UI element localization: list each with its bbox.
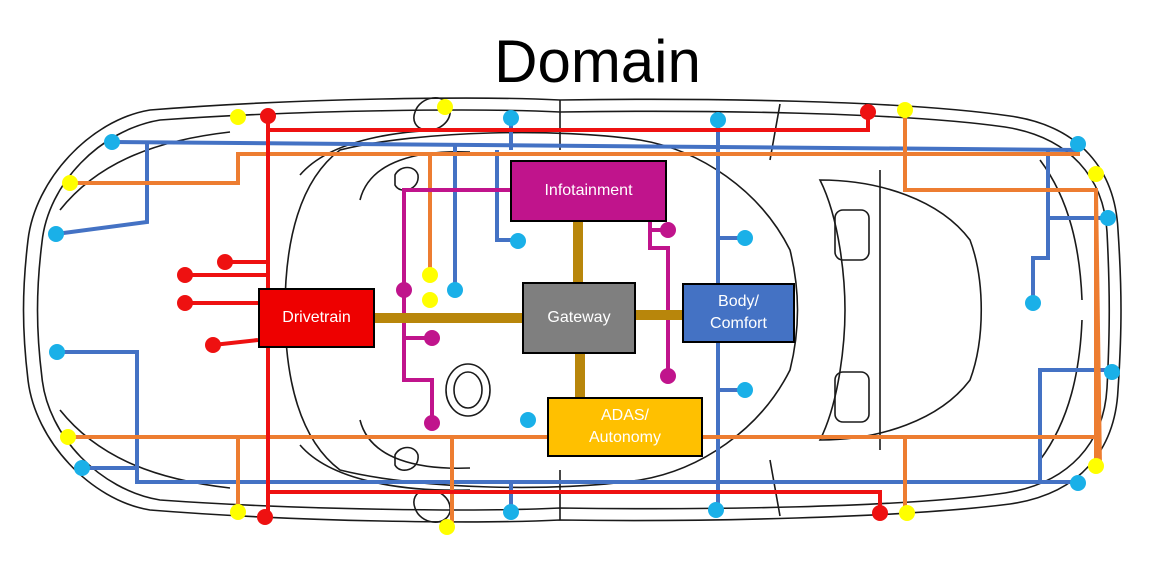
network-node (503, 110, 519, 126)
network-node (520, 412, 536, 428)
network-node (48, 226, 64, 242)
network-node (737, 382, 753, 398)
network-node (49, 344, 65, 360)
network-node (872, 505, 888, 521)
magenta-nodes (396, 222, 676, 431)
network-node (1100, 210, 1116, 226)
network-node (177, 267, 193, 283)
network-node (230, 109, 246, 125)
body-comfort-domain-box: Body/ Comfort (682, 283, 795, 343)
network-node (74, 460, 90, 476)
network-node (1070, 475, 1086, 491)
network-node (860, 104, 876, 120)
network-node (424, 415, 440, 431)
network-node (422, 267, 438, 283)
network-node (737, 230, 753, 246)
network-node (230, 504, 246, 520)
network-node (396, 282, 412, 298)
red-nodes (177, 104, 888, 525)
yellow-nodes (60, 99, 1104, 535)
network-node (1088, 166, 1104, 182)
network-node (447, 282, 463, 298)
network-node (660, 222, 676, 238)
network-node (510, 233, 526, 249)
body-comfort-label-line1: Body/ (718, 293, 759, 310)
network-node (899, 505, 915, 521)
network-node (257, 509, 273, 525)
network-node (437, 99, 453, 115)
network-node (217, 254, 233, 270)
adas-autonomy-label-line2: Autonomy (588, 429, 662, 446)
gateway-label: Gateway (547, 309, 611, 326)
adas-autonomy-label-line1: ADAS/ (600, 407, 649, 424)
network-node (897, 102, 913, 118)
network-node (708, 502, 724, 518)
network-node (60, 429, 76, 445)
network-node (439, 519, 455, 535)
gateway-box: Gateway (522, 282, 636, 354)
network-node (104, 134, 120, 150)
orange-bus-wires (68, 110, 1102, 527)
network-node (177, 295, 193, 311)
drivetrain-domain-box: Drivetrain (258, 288, 375, 348)
network-node (260, 108, 276, 124)
network-node (1025, 295, 1041, 311)
network-node (205, 337, 221, 353)
body-comfort-label-line2: Comfort (710, 315, 767, 332)
infotainment-label: Infotainment (544, 182, 633, 199)
network-node (62, 175, 78, 191)
diagram-title: Domain (494, 28, 701, 95)
adas-autonomy-domain-box: ADAS/ Autonomy (547, 397, 703, 457)
drivetrain-label: Drivetrain (282, 309, 351, 326)
gateway-backbone (374, 222, 682, 398)
network-node (1104, 364, 1120, 380)
network-node (1088, 458, 1104, 474)
infotainment-domain-box: Infotainment (510, 160, 667, 222)
car-outline (22, 97, 1122, 523)
network-node (424, 330, 440, 346)
network-node (660, 368, 676, 384)
cyan-nodes (48, 110, 1120, 520)
network-node (710, 112, 726, 128)
network-node (503, 504, 519, 520)
network-node (1070, 136, 1086, 152)
network-node (422, 292, 438, 308)
